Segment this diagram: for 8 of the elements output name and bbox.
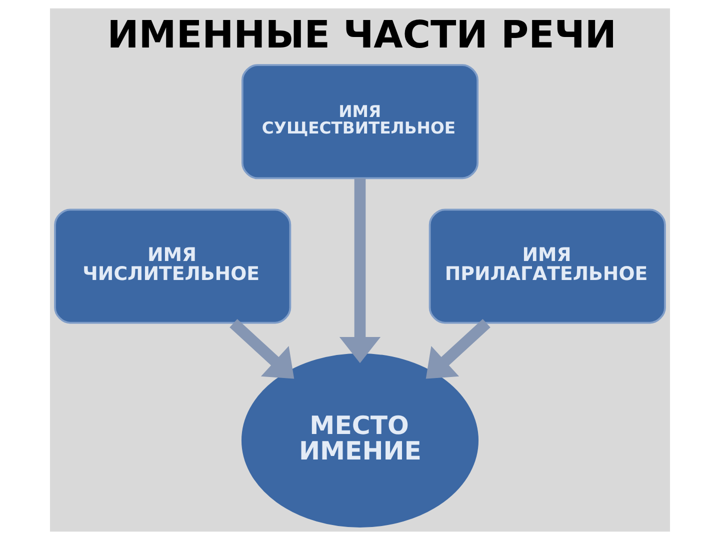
node-box: ИМЯ ПРИЛАГАТЕЛЬНОЕ: [428, 208, 666, 324]
node-box: ИМЯ СУЩЕСТВИТЕЛЬНОЕ: [241, 64, 479, 180]
node-ellipse: МЕСТО ИМЕНИЕ: [241, 353, 479, 528]
diagram-title: ИМЕННЫЕ ЧАСТИ РЕЧИ: [107, 12, 616, 56]
arrow: [426, 319, 490, 379]
arrow: [339, 178, 381, 364]
arrow: [230, 319, 294, 379]
node-box: ИМЯ ЧИСЛИТЕЛЬНОЕ: [54, 208, 292, 324]
